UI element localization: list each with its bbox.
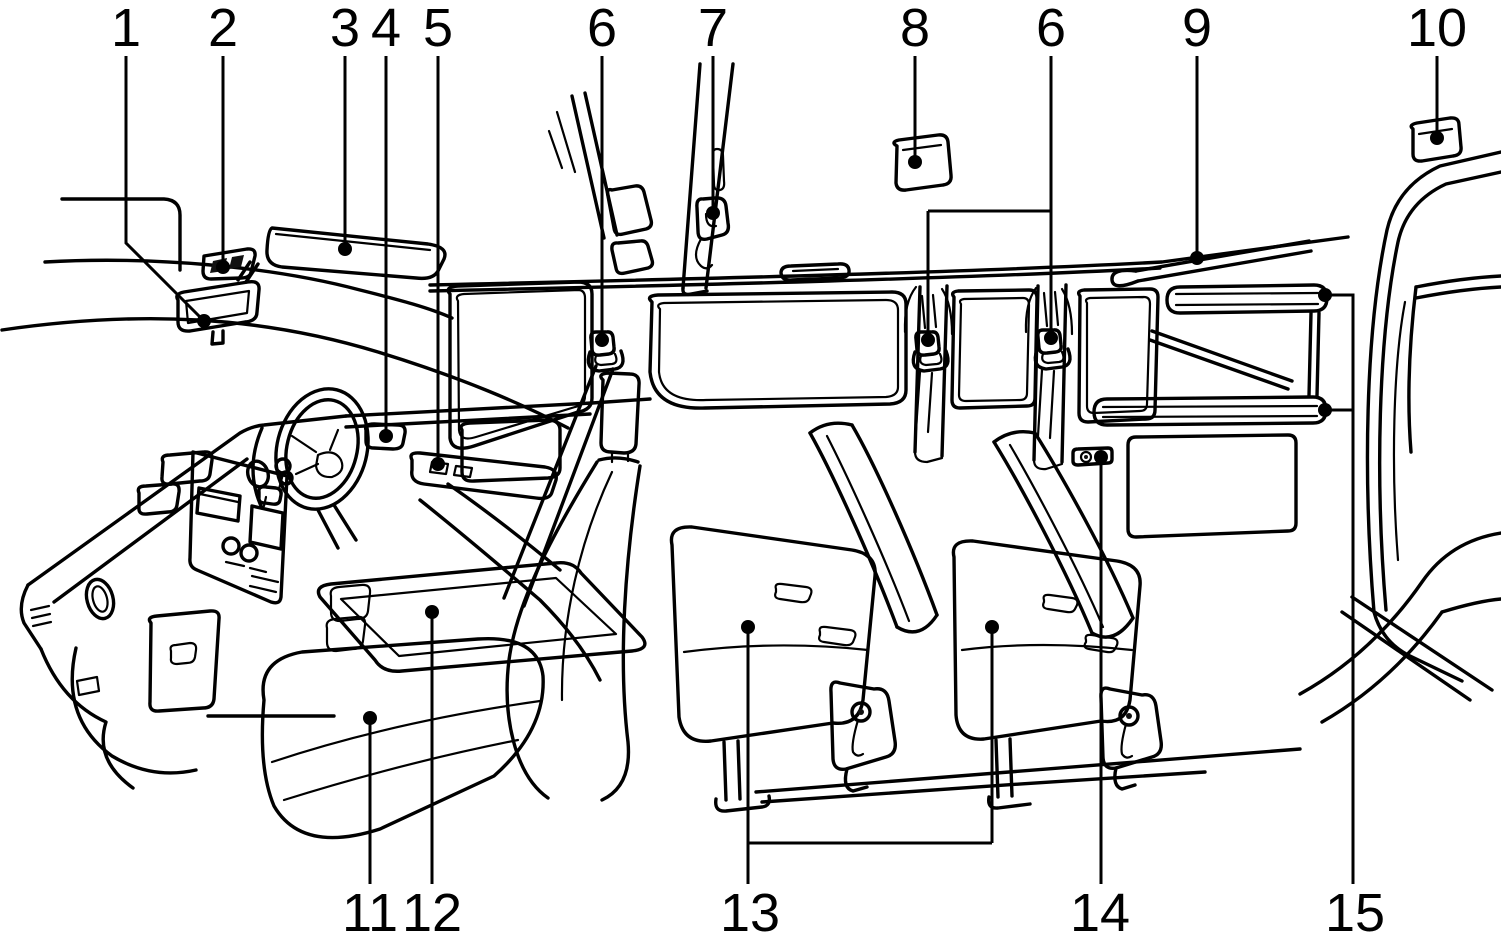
callout-label-3: 3 xyxy=(330,0,360,58)
roofline xyxy=(428,235,1350,293)
callout-dot xyxy=(921,333,935,347)
callout-label-15: 15 xyxy=(1325,883,1385,943)
callout-dot xyxy=(706,206,720,220)
floor-lines xyxy=(754,747,1302,804)
callout-dot xyxy=(425,605,439,619)
rear-control-panel xyxy=(1071,446,1114,467)
callout-label-2: 2 xyxy=(208,0,238,58)
sun-visor xyxy=(265,226,447,281)
callout-label-9: 9 xyxy=(1182,0,1212,58)
second-bench-seat xyxy=(669,421,939,813)
callout-dot xyxy=(363,711,377,725)
callout-7-pillar-seat-belt-anchor: 7 xyxy=(698,0,728,220)
callout-label-14: 14 xyxy=(1070,883,1130,943)
callout-label-6: 6 xyxy=(1036,0,1066,58)
callout-11-front-seat-cushion: 11 xyxy=(342,711,398,943)
callout-label-8: 8 xyxy=(900,0,930,58)
front-seat xyxy=(260,636,545,840)
leader-line xyxy=(1325,293,1355,884)
d-pillar-and-rear xyxy=(1298,150,1501,724)
steering-wheel xyxy=(274,387,370,550)
window-grab-handle xyxy=(779,262,851,282)
callout-dot xyxy=(985,620,999,634)
callout-13-rear-bench-seats: 13 xyxy=(720,620,999,943)
rearview-mirror xyxy=(175,260,261,346)
roof-assist-rail xyxy=(1110,239,1313,288)
callout-2-overhead-console-lamp: 2 xyxy=(208,0,238,274)
quarter-windows xyxy=(950,287,1160,424)
rear-seat-belt-anchors xyxy=(911,290,1072,440)
callout-dot xyxy=(1044,331,1058,345)
callout-9-roof-assist-rail: 9 xyxy=(1182,0,1212,265)
leader-line xyxy=(124,56,206,323)
callout-dot xyxy=(595,333,609,347)
callout-dot xyxy=(1430,131,1444,145)
front-seat-belt xyxy=(502,91,625,608)
third-bench-seat xyxy=(951,429,1163,810)
callout-dot xyxy=(431,457,445,471)
callout-10-rear-coat-hook: 10 xyxy=(1407,0,1467,145)
callout-dot xyxy=(908,155,922,169)
callout-label-7: 7 xyxy=(698,0,728,58)
callout-dot xyxy=(1190,251,1204,265)
windshield-header xyxy=(0,197,570,430)
callout-label-10: 10 xyxy=(1407,0,1467,58)
center-console xyxy=(316,561,647,673)
callout-12-center-console-tray: 12 xyxy=(402,605,462,943)
lower-grab-rail xyxy=(1092,395,1328,427)
callout-6-rear-seat-belt-shoulder-anchors: 6 xyxy=(921,0,1066,347)
callout-label-11: 11 xyxy=(342,883,398,943)
callout-label-12: 12 xyxy=(402,883,462,943)
callout-label-6: 6 xyxy=(587,0,617,58)
callout-14-rear-control-panel: 14 xyxy=(1070,450,1130,943)
callout-dot xyxy=(1094,450,1108,464)
callout-label-4: 4 xyxy=(371,0,401,58)
pillar-vent-windows xyxy=(605,184,655,276)
callout-dot xyxy=(1318,403,1332,417)
callout-dot xyxy=(338,242,352,256)
sliding-door-window xyxy=(647,290,908,410)
callout-6-front-seat-belt-shoulder-anchor: 6 xyxy=(587,0,617,347)
middle-pillars xyxy=(903,283,1074,471)
callout-dot xyxy=(379,429,393,443)
callout-dot xyxy=(216,260,230,274)
callout-dot xyxy=(197,314,211,328)
upper-grab-rail xyxy=(1165,283,1329,398)
callout-5-door-armrest-switch-panel: 5 xyxy=(423,0,453,471)
b-pillar xyxy=(681,62,735,297)
callout-15-side-grab-rails: 15 xyxy=(1318,288,1385,943)
dashboard xyxy=(19,414,348,790)
callout-label-1: 1 xyxy=(111,0,141,58)
callout-3-sun-visor: 3 xyxy=(330,0,360,256)
callout-dot xyxy=(1318,288,1332,302)
callout-label-13: 13 xyxy=(720,883,780,943)
callout-1-inside-rearview-mirror: 1 xyxy=(111,0,211,328)
callout-8-ceiling-hook: 8 xyxy=(900,0,930,169)
ceiling-hook xyxy=(892,133,953,192)
callout-dot xyxy=(741,620,755,634)
side-wall-trim xyxy=(1126,329,1298,539)
callout-4-door-pull-pocket: 4 xyxy=(371,0,401,443)
driver-seat xyxy=(505,371,642,802)
callout-label-5: 5 xyxy=(423,0,453,58)
